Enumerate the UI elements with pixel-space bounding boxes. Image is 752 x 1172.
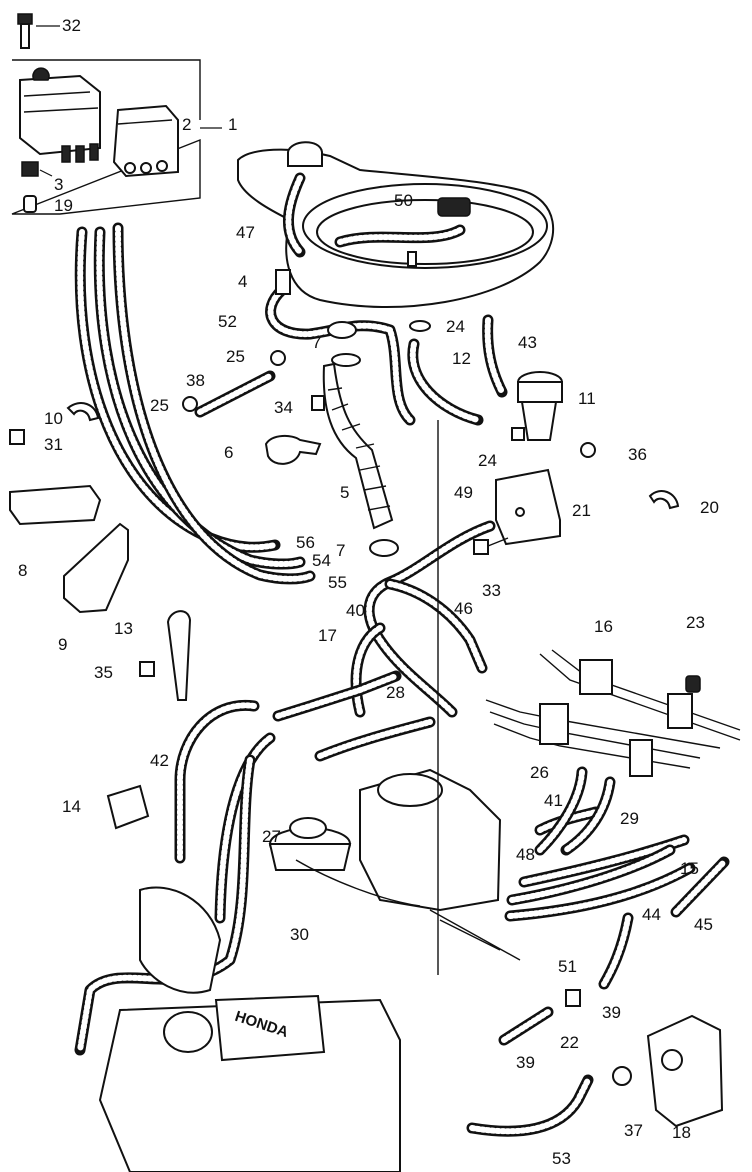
label-47: 47	[236, 223, 255, 242]
label-17: 17	[318, 626, 337, 645]
label-16: 16	[594, 617, 613, 636]
label-35: 35	[94, 663, 113, 682]
valve-cover	[98, 886, 401, 1172]
label-10: 10	[44, 409, 63, 428]
label-7-a: 7	[312, 333, 322, 352]
label-54: 54	[312, 551, 331, 570]
label-6: 6	[224, 443, 234, 462]
label-44: 44	[642, 905, 661, 924]
label-26: 26	[530, 763, 549, 782]
label-11: 11	[578, 389, 596, 408]
label-19: 19	[54, 196, 73, 215]
label-51: 51	[558, 957, 577, 976]
label-23: 23	[686, 613, 705, 632]
label-28: 28	[386, 683, 405, 702]
bolt-32	[17, 13, 60, 49]
label-41: 41	[544, 791, 563, 810]
relay-assembly-box	[11, 59, 222, 215]
misc-parts	[9, 269, 724, 1128]
label-22: 22	[560, 1033, 579, 1052]
label-43: 43	[518, 333, 537, 352]
label-25-b: 25	[150, 396, 169, 415]
label-5: 5	[340, 483, 350, 502]
label-49: 49	[454, 483, 473, 502]
label-20: 20	[700, 498, 719, 517]
label-31: 31	[44, 435, 63, 454]
label-13: 13	[114, 619, 133, 638]
vacuum-pipe-assembly-16	[485, 649, 741, 777]
label-38: 38	[186, 371, 205, 390]
label-52: 52	[218, 312, 237, 331]
label-34: 34	[274, 398, 293, 417]
label-46: 46	[454, 599, 473, 618]
label-39-a: 39	[516, 1053, 535, 1072]
label-21: 21	[572, 501, 591, 520]
label-25-a: 25	[226, 347, 245, 366]
label-33: 33	[482, 581, 501, 600]
label-36: 36	[628, 445, 647, 464]
label-3: 3	[54, 175, 64, 194]
label-2: 2	[182, 115, 192, 134]
label-29: 29	[620, 809, 639, 828]
label-14: 14	[62, 797, 81, 816]
label-1: 1	[228, 115, 238, 134]
label-4: 4	[238, 272, 248, 291]
label-45: 45	[694, 915, 713, 934]
label-50: 50	[394, 191, 413, 210]
label-37: 37	[624, 1121, 643, 1140]
label-32: 32	[62, 16, 81, 35]
air-cleaner-housing	[237, 141, 554, 308]
label-40: 40	[346, 601, 365, 620]
label-30: 30	[290, 925, 309, 944]
air-duct-5	[322, 353, 394, 530]
label-15: 15	[680, 859, 699, 878]
label-9: 9	[58, 635, 68, 654]
vacuum-hoses	[74, 172, 730, 1137]
label-24-b: 24	[478, 451, 497, 470]
engine-carburetor	[268, 420, 521, 975]
label-39-b: 39	[602, 1003, 621, 1022]
label-24-a: 24	[446, 317, 465, 336]
label-7-b: 7	[336, 541, 346, 560]
label-48: 48	[516, 845, 535, 864]
label-42: 42	[150, 751, 169, 770]
label-55: 55	[328, 573, 347, 592]
label-18: 18	[672, 1123, 691, 1142]
label-12: 12	[452, 349, 471, 368]
label-8: 8	[18, 561, 28, 580]
label-27: 27	[262, 827, 281, 846]
label-56: 56	[296, 533, 315, 552]
label-53: 53	[552, 1149, 571, 1168]
